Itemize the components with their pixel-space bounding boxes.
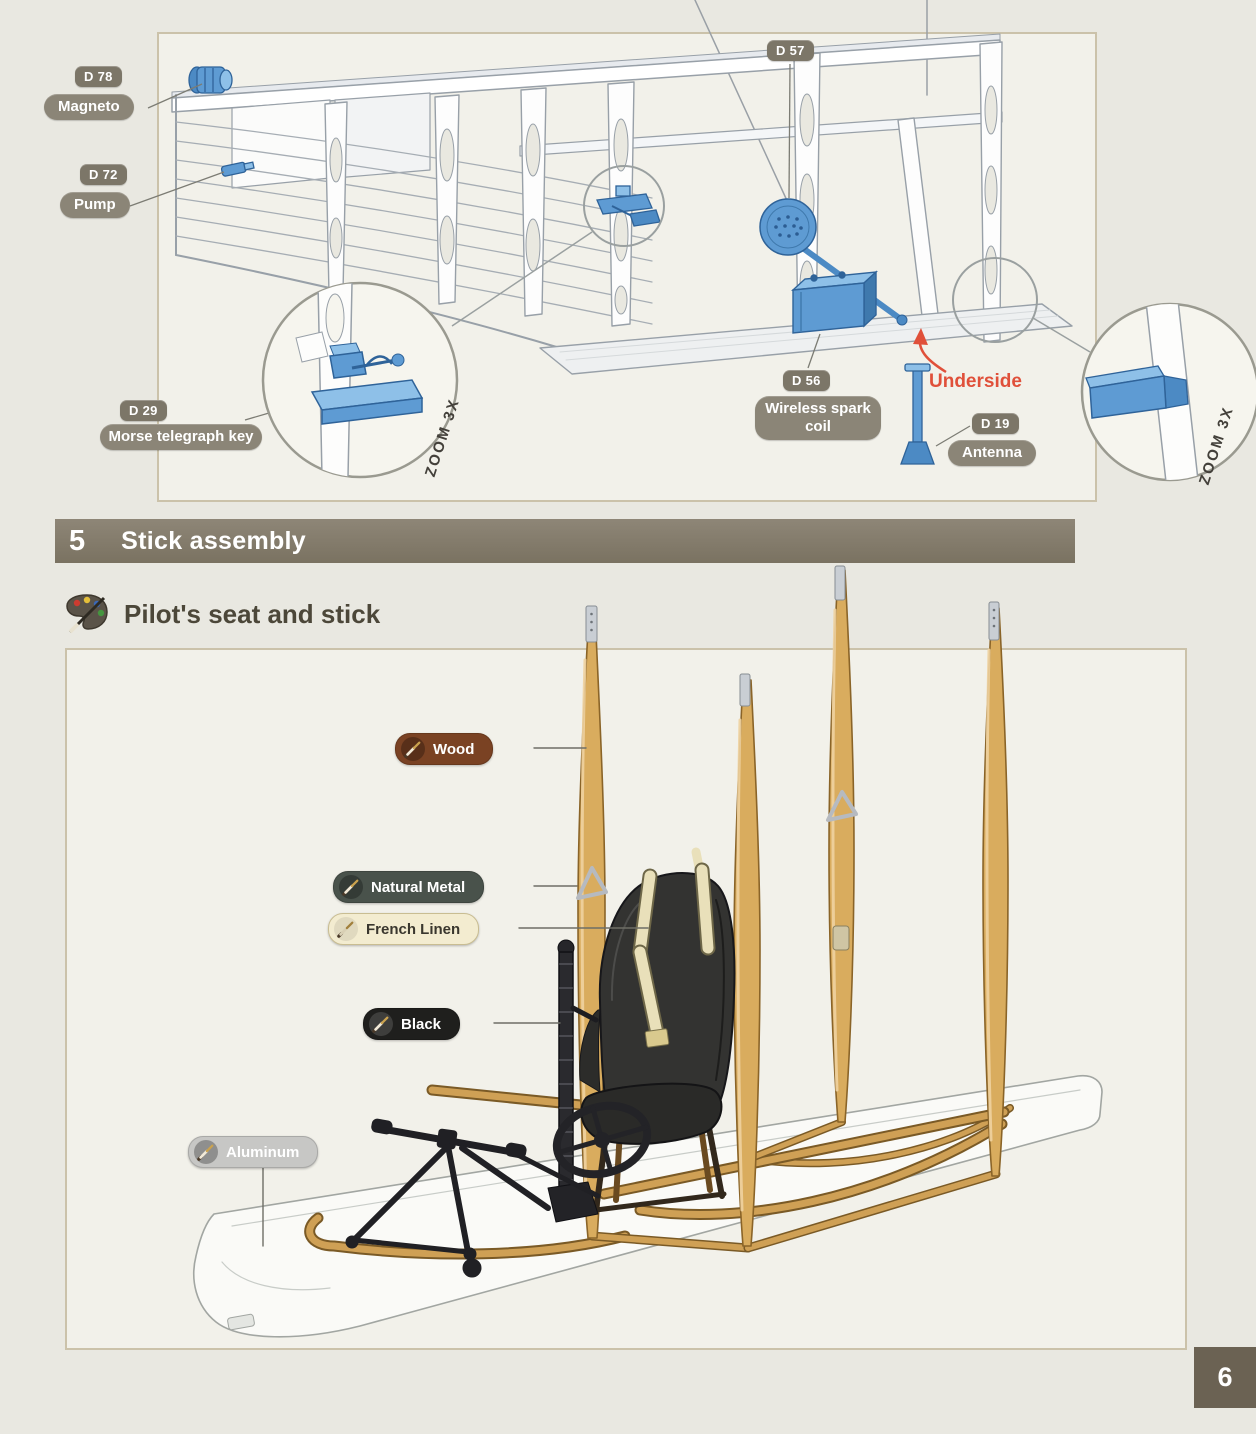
paint-callout-aluminum: Aluminum — [188, 1136, 319, 1168]
paintbrush-icon — [339, 875, 363, 899]
part-label-magneto: Magneto — [44, 94, 134, 120]
paint-label: French Linen — [366, 920, 461, 938]
part-label-pump: Pump — [60, 192, 130, 218]
section-header: 5 Stick assembly — [55, 519, 1075, 563]
paint-callout-wood: Wood — [395, 733, 494, 765]
zoom-label-right: ZOOM 3X — [1195, 404, 1238, 487]
paintbrush-icon — [369, 1012, 393, 1036]
part-label-antenna: Antenna — [948, 440, 1036, 466]
paintbrush-icon — [334, 917, 358, 941]
subsection-title: Pilot's seat and stick — [124, 598, 381, 629]
part-label-wireless-spark-coil: Wireless spark coil — [755, 396, 881, 440]
part-badge-d19: D 19 — [972, 413, 1019, 434]
paint-palette-icon — [66, 594, 108, 634]
paint-label: Aluminum — [226, 1143, 300, 1161]
part-badge-d56: D 56 — [783, 370, 830, 391]
section-number: 5 — [69, 524, 86, 557]
underside-note: Underside — [929, 371, 1022, 392]
seat-and-stick-panel — [65, 648, 1187, 1350]
paint-label: Black — [401, 1015, 442, 1033]
paintbrush-icon — [194, 1140, 218, 1164]
part-label-morse-telegraph-key: Morse telegraph key — [100, 424, 262, 450]
paint-callout-natural-metal: Natural Metal — [333, 871, 485, 903]
part-badge-d57: D 57 — [767, 40, 814, 61]
wireless-equipment-panel — [157, 32, 1097, 502]
part-badge-d78: D 78 — [75, 66, 122, 87]
paintbrush-icon — [401, 737, 425, 761]
part-badge-d29: D 29 — [120, 400, 167, 421]
paint-callout-black: Black — [363, 1008, 461, 1040]
subsection-heading: Pilot's seat and stick — [64, 592, 380, 636]
section-title: Stick assembly — [121, 526, 307, 555]
paint-label: Natural Metal — [371, 878, 466, 896]
paint-callout-french-linen: French Linen — [328, 913, 480, 945]
page-number: 6 — [1194, 1347, 1256, 1408]
part-badge-d72: D 72 — [80, 164, 127, 185]
paint-label: Wood — [433, 740, 475, 758]
zoom-circle-right — [1080, 302, 1256, 482]
